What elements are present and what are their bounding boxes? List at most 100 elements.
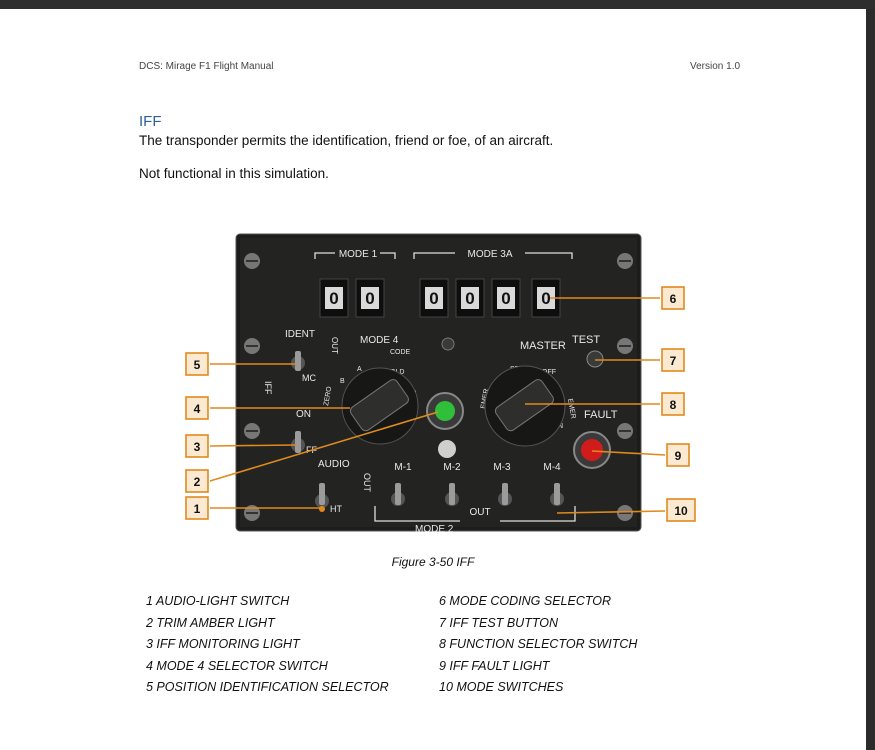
figure-caption: Figure 3-50 IFF (391, 555, 475, 569)
on-label: ON (296, 409, 311, 420)
audio-light-toggle[interactable] (315, 483, 329, 512)
screw-icon (244, 423, 260, 439)
out-bottom-label: OUT (469, 507, 490, 518)
callout-box: 6 (661, 286, 685, 310)
digit: 0 (465, 289, 474, 308)
screw-icon (617, 423, 633, 439)
legend-left-column: 1 AUDIO-LIGHT SWITCH 2 TRIM AMBER LIGHT … (146, 591, 389, 699)
digit: 0 (541, 289, 550, 308)
screw-icon (244, 505, 260, 521)
screw-icon (617, 338, 633, 354)
callout-leaders (209, 297, 666, 514)
callout-box: 10 (666, 498, 696, 522)
digit: 0 (365, 289, 374, 308)
b-label: B (340, 378, 345, 385)
running-header-version: Version 1.0 (690, 61, 741, 72)
legend-item: 1 AUDIO-LIGHT SWITCH (146, 594, 290, 608)
legend-right-column: 6 MODE CODING SELECTOR 7 IFF TEST BUTTON… (439, 591, 637, 699)
ident-label: IDENT (285, 329, 315, 340)
legend-item: 5 POSITION IDENTIFICATION SELECTOR (146, 680, 389, 694)
digit: 0 (429, 289, 438, 308)
out-vertical-label: OUT (330, 337, 339, 354)
iff-monitoring-light (426, 392, 464, 430)
callout-number: 2 (194, 475, 201, 489)
window-top-bar (0, 0, 875, 9)
trim-amber-light (438, 440, 456, 458)
callout-number: 8 (670, 398, 677, 412)
m1-label: M-1 (394, 462, 412, 473)
callout-number: 9 (675, 449, 682, 463)
code-label: CODE (390, 349, 411, 356)
callout-box: 2 (185, 469, 209, 493)
callout-box: 9 (666, 443, 690, 467)
callout-box: 4 (185, 396, 209, 420)
digit: 0 (501, 289, 510, 308)
callout-box: 1 (185, 496, 209, 520)
callout-box: 5 (185, 352, 209, 376)
mode-switch-m3[interactable] (498, 483, 512, 506)
iff-vertical-label: IFF (263, 381, 273, 395)
screw-icon (244, 253, 260, 269)
m3-label: M-3 (493, 462, 511, 473)
screw-icon (244, 338, 260, 354)
mode4-label: MODE 4 (360, 335, 399, 346)
body-paragraph: Not functional in this simulation. (139, 166, 329, 181)
iff-fault-light (573, 431, 611, 469)
document-page: DCS: Mirage F1 Flight Manual Version 1.0… (0, 9, 866, 750)
legend-item: 10 MODE SWITCHES (439, 680, 564, 694)
emer-label-right: EMER (566, 398, 576, 419)
fault-label: FAULT (584, 409, 618, 421)
mode1-label: MODE 1 (339, 249, 378, 260)
iff-panel-illustration: MODE 1 MODE 3A 0 0 0 0 0 (185, 233, 696, 535)
legend-item: 9 IFF FAULT LIGHT (439, 658, 550, 673)
test-label: TEST (572, 334, 600, 346)
legend-item: 2 TRIM AMBER LIGHT (146, 615, 275, 630)
mode-coding-thumbwheels[interactable]: 0 0 0 0 0 0 (319, 278, 561, 318)
function-selector-knob[interactable] (484, 365, 566, 447)
position-identification-toggle[interactable] (291, 351, 305, 371)
section-heading: IFF (139, 113, 162, 130)
digit: 0 (329, 289, 338, 308)
iff-master-toggle[interactable] (291, 431, 305, 453)
out-label: OUT (362, 473, 372, 493)
mode2-label: MODE 2 (415, 524, 454, 535)
mode3a-label: MODE 3A (467, 249, 512, 260)
legend-item: 4 MODE 4 SELECTOR SWITCH (146, 658, 328, 673)
legend-item: 8 FUNCTION SELECTOR SWITCH (439, 637, 638, 651)
iff-panel-figure: MODE 1 MODE 3A 0 0 0 0 0 (180, 231, 700, 541)
callout-number: 7 (670, 354, 677, 368)
callout-number: 1 (194, 502, 201, 516)
callout-number: 6 (670, 292, 677, 306)
m2-label: M-2 (443, 462, 461, 473)
legend-item: 3 IFF MONITORING LIGHT (146, 637, 300, 651)
mode-switch-m4[interactable] (550, 483, 564, 506)
norm-label: N (558, 423, 563, 430)
callout-box: 8 (661, 392, 685, 416)
legend-item: 6 MODE CODING SELECTOR (439, 594, 612, 608)
zero-label: ZERO (323, 385, 333, 406)
a-label: A (357, 366, 362, 373)
m4-label: M-4 (543, 462, 561, 473)
callout-number: 10 (674, 504, 688, 518)
off-label: OFF (542, 369, 556, 376)
mode4-selector-knob[interactable] (341, 367, 419, 445)
panel-indicator (441, 337, 455, 351)
mode-switch-m1[interactable] (391, 483, 405, 506)
mc-label: MC (302, 373, 316, 383)
callout-number: 4 (194, 402, 201, 416)
iff-test-button[interactable] (586, 350, 604, 368)
screw-icon (617, 253, 633, 269)
viewer-right-edge (866, 9, 875, 750)
running-header-title: DCS: Mirage F1 Flight Manual (139, 61, 274, 72)
callout-box: 3 (185, 434, 209, 458)
body-paragraph: The transponder permits the identificati… (139, 133, 554, 148)
callout-number: 5 (194, 358, 201, 372)
legend-item: 7 IFF TEST BUTTON (439, 615, 558, 630)
ht-label: HT (330, 504, 342, 514)
screw-icon (617, 505, 633, 521)
callout-box: 7 (661, 348, 685, 372)
master-label: MASTER (520, 340, 566, 352)
audio-label: AUDIO (318, 459, 350, 470)
callout-number: 3 (194, 440, 201, 454)
mode-switch-m2[interactable] (445, 483, 459, 506)
